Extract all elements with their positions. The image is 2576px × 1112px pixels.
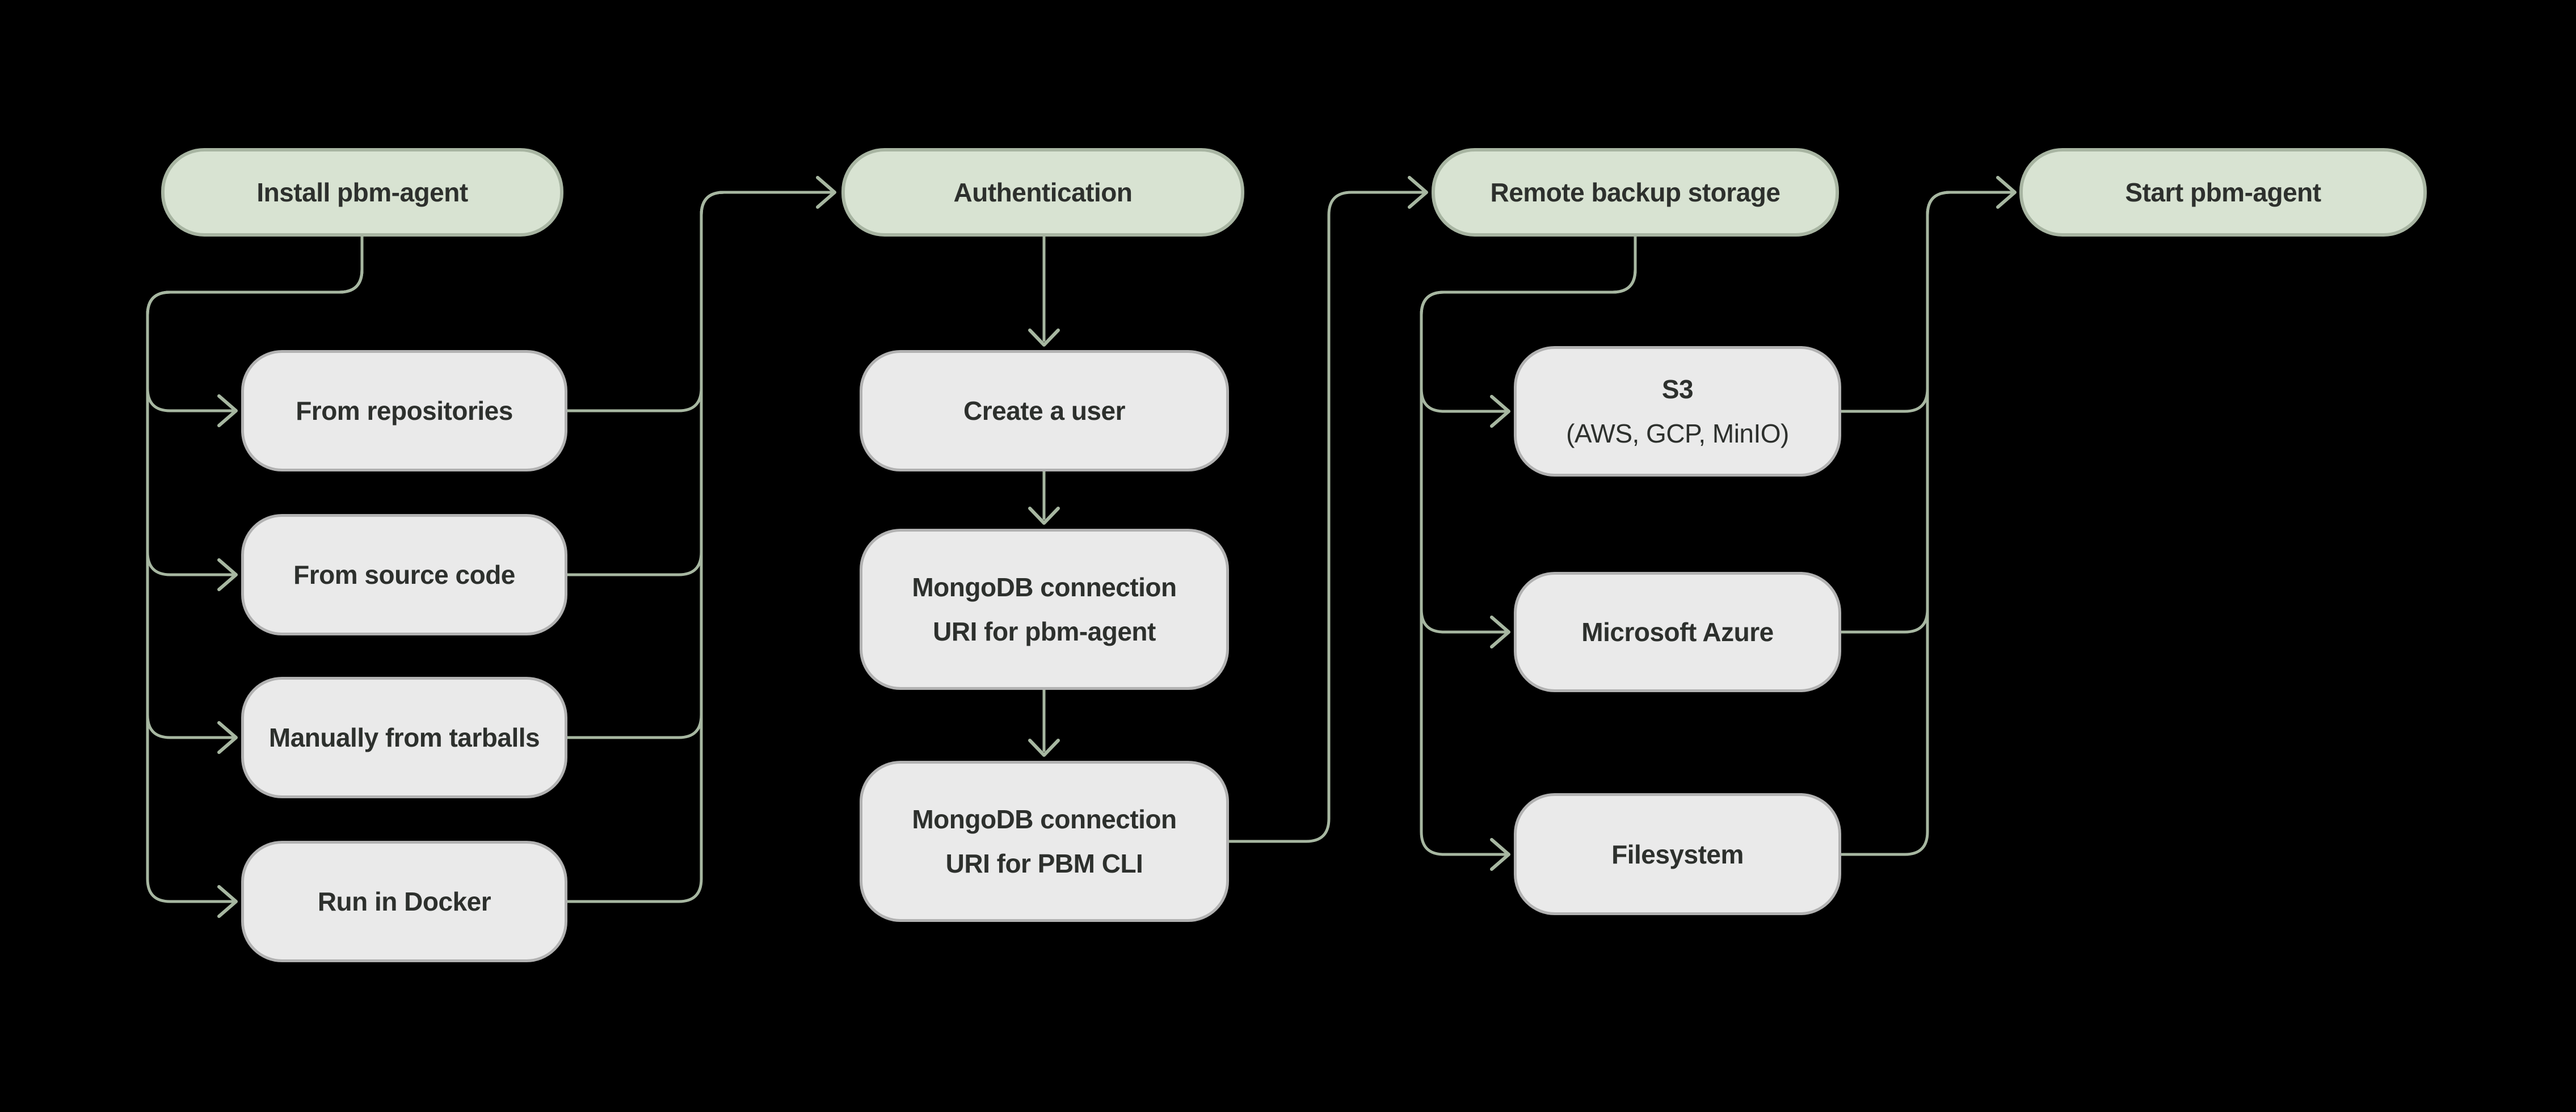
edge-option-start	[1840, 191, 2013, 856]
arrowhead-icon	[816, 176, 836, 209]
edge-group-options-start	[1840, 176, 2017, 856]
node-label: Manually from tarballs	[268, 723, 540, 752]
node-auth: Authentication	[841, 148, 1244, 237]
node-create-user: Create a user	[860, 350, 1229, 471]
node-remote-storage: Remote backup storage	[1432, 148, 1839, 237]
node-label: Remote backup storage	[1490, 178, 1781, 207]
node-label: Run in Docker	[317, 887, 491, 916]
node-filesystem: Filesystem	[1514, 793, 1841, 915]
node-label: Microsoft Azure	[1581, 617, 1774, 647]
edge-option-auth	[566, 191, 832, 739]
arrowhead-icon	[1408, 176, 1428, 209]
node-azure: Microsoft Azure	[1514, 572, 1841, 692]
node-label: URI for pbm-agent	[933, 617, 1156, 646]
edge-group-auth-chain	[1028, 235, 1060, 757]
node-label: S3	[1661, 374, 1694, 404]
arrowhead-icon	[1490, 395, 1510, 428]
edge-option-auth	[566, 191, 832, 903]
node-label: MongoDB connection	[912, 804, 1177, 834]
edge-option-auth	[566, 191, 832, 412]
arrowhead-icon	[217, 721, 238, 754]
node-label: Create a user	[963, 396, 1126, 426]
node-s3: S3 (AWS, GCP, MinIO)	[1514, 346, 1841, 477]
node-start: Start pbm-agent	[2019, 148, 2427, 237]
edge-group-cli-remote	[1227, 176, 1428, 843]
node-label: (AWS, GCP, MinIO)	[1566, 419, 1789, 448]
arrowhead-icon	[217, 558, 238, 591]
arrowhead-icon	[217, 394, 238, 427]
edge-uricli-remote	[1227, 191, 1424, 843]
edge-option-auth	[566, 191, 832, 576]
arrowhead-icon	[1490, 616, 1510, 648]
edge-group-remote-options	[1420, 235, 1637, 871]
edge-install-branch	[146, 235, 364, 739]
node-label: Authentication	[953, 178, 1133, 207]
node-source: From source code	[241, 514, 567, 635]
node-label: Filesystem	[1611, 839, 1744, 869]
node-label: From repositories	[296, 396, 513, 426]
node-docker: Run in Docker	[241, 841, 567, 962]
arrowhead-icon	[1028, 739, 1060, 757]
node-label: From source code	[293, 560, 515, 589]
node-label: MongoDB connection	[912, 572, 1177, 602]
arrowhead-icon	[1028, 328, 1060, 347]
edge-install-branch	[146, 235, 364, 903]
node-install: Install pbm-agent	[161, 148, 563, 237]
node-repositories: From repositories	[241, 350, 567, 471]
arrowhead-icon	[1996, 176, 2017, 209]
node-tarballs: Manually from tarballs	[241, 677, 567, 798]
arrowhead-icon	[1490, 838, 1510, 871]
edge-group-options-auth	[566, 176, 836, 903]
node-label: URI for PBM CLI	[945, 849, 1143, 878]
edge-group-install-options	[146, 235, 364, 918]
arrowhead-icon	[1028, 507, 1060, 525]
edge-remote-branch	[1420, 235, 1637, 856]
node-label: Start pbm-agent	[2125, 178, 2321, 207]
node-label: Install pbm-agent	[256, 178, 468, 207]
arrowhead-icon	[217, 885, 238, 918]
